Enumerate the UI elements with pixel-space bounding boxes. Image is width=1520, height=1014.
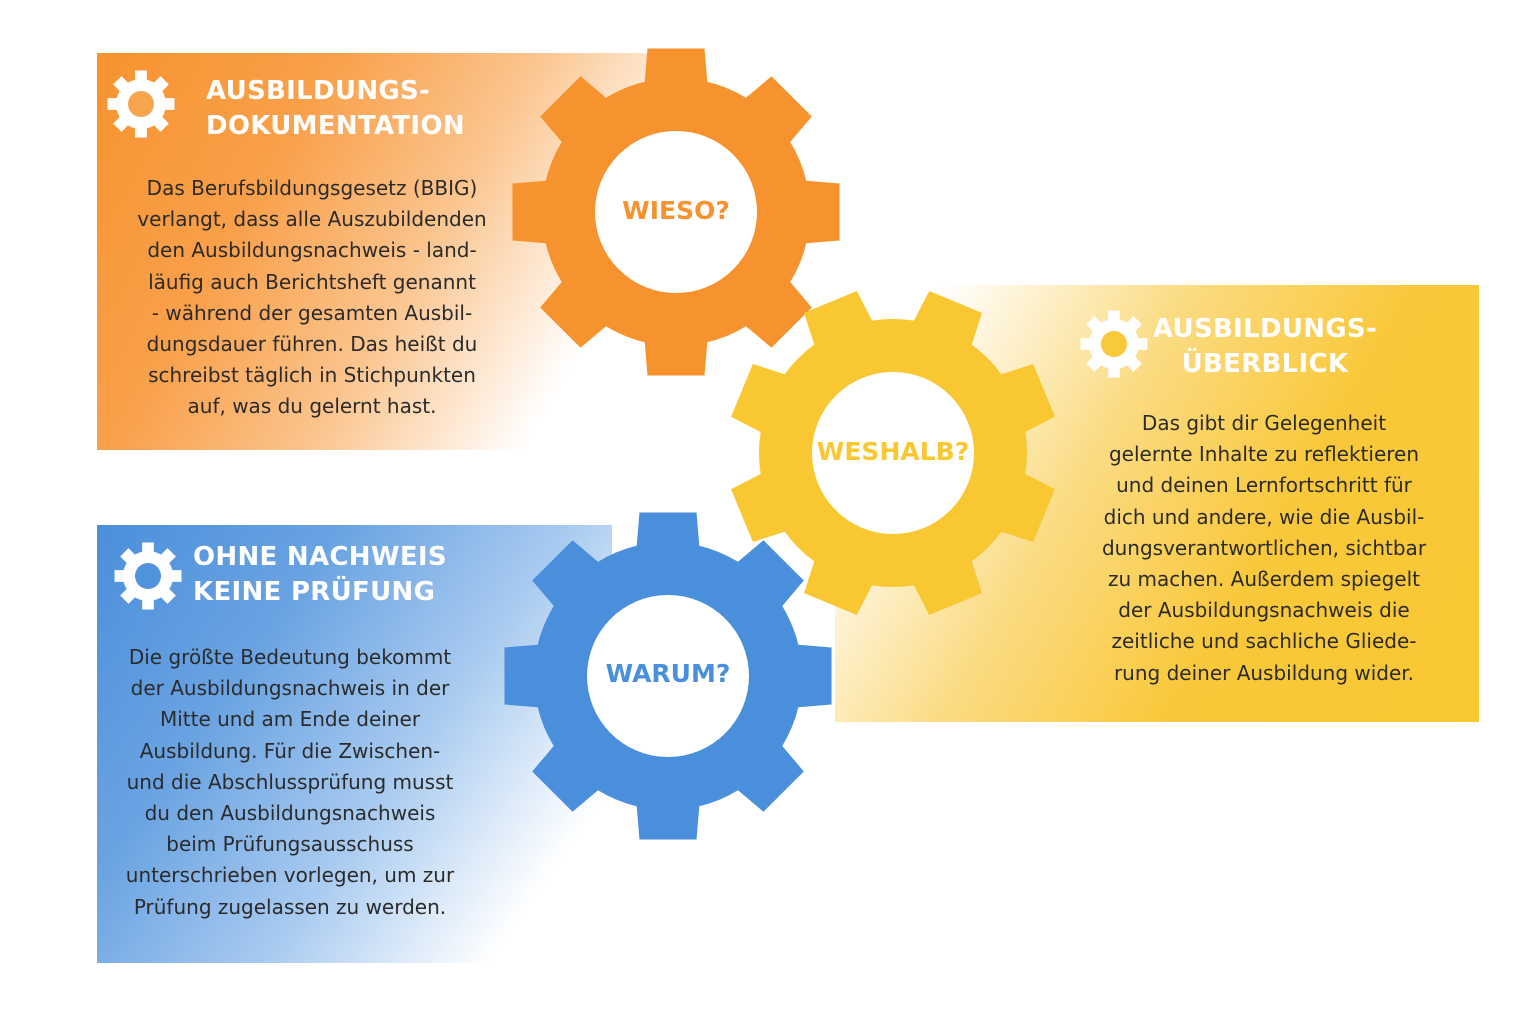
body-line: der Ausbildungsnachweis die bbox=[1118, 598, 1410, 623]
blue-panel bbox=[97, 525, 612, 963]
body-line: Prüfung zugelassen zu werden. bbox=[133, 894, 447, 919]
orange-panel-heading: AUSBILDUNGS- DOKUMENTATION bbox=[206, 74, 465, 144]
body-line: dich und andere, wie die Ausbil- bbox=[1103, 504, 1425, 529]
body-line: läufig auch Berichtsheft genannt bbox=[148, 269, 476, 294]
body-line: Das Berufsbildungsgesetz (BBIG) bbox=[146, 176, 478, 200]
blue-panel-body: Die größte Bedeutung bekommt der Ausbild… bbox=[90, 642, 490, 923]
yellow-panel-heading: AUSBILDUNGS- ÜBERBLICK bbox=[1140, 312, 1390, 382]
body-line: zu machen. Außerdem spiegelt bbox=[1108, 567, 1420, 592]
body-line: rung deiner Ausbildung wider. bbox=[1113, 660, 1415, 685]
body-line: dungsverantwortlichen, sichtbar bbox=[1101, 535, 1427, 560]
orange-gear-icon bbox=[512, 48, 840, 376]
gear-icon bbox=[107, 70, 175, 138]
blue-gear-icon bbox=[504, 512, 832, 840]
body-line: Das gibt dir Gelegenheit bbox=[1141, 411, 1387, 435]
gear-hole bbox=[587, 595, 749, 757]
gear-hole bbox=[128, 91, 154, 117]
body-line: schreibst täglich in Stichpunkten bbox=[148, 363, 476, 388]
yellow-gear-label: WESHALB? bbox=[816, 437, 970, 466]
yellow-gear-icon bbox=[731, 291, 1055, 615]
gear-hole bbox=[812, 372, 974, 534]
body-line: auf, was du gelernt hast. bbox=[187, 394, 437, 419]
body-line: du den Ausbildungsnachweis bbox=[144, 801, 436, 826]
gear-hole bbox=[595, 131, 757, 293]
body-line: beim Prüfungsausschuss bbox=[166, 832, 414, 857]
gear-icon bbox=[114, 542, 182, 610]
body-line: gelernte Inhalte zu reflektieren bbox=[1108, 442, 1420, 467]
body-line: zeitliche und sachliche Gliede- bbox=[1111, 629, 1417, 654]
body-line: und die Abschlussprüfung musst bbox=[126, 769, 454, 794]
body-line: den Ausbildungsnachweis - land- bbox=[147, 238, 477, 263]
body-line: - während der gesamten Ausbil- bbox=[151, 300, 473, 325]
heading-line: DOKUMENTATION bbox=[206, 111, 465, 141]
heading-line: OHNE NACHWEIS bbox=[193, 542, 447, 572]
yellow-panel-body: Das gibt dir Gelegenheit gelernte Inhalt… bbox=[1059, 408, 1469, 689]
body-line: der Ausbildungsnachweis in der bbox=[130, 676, 450, 701]
orange-panel-body: Das Berufsbildungsgesetz (BBIG) verlangt… bbox=[100, 173, 524, 423]
gear-icon bbox=[1080, 310, 1148, 378]
blue-panel-heading: OHNE NACHWEIS KEINE PRÜFUNG bbox=[193, 540, 447, 610]
body-line: dungsdauer führen. Das heißt du bbox=[146, 332, 478, 357]
gear-hole bbox=[1101, 331, 1127, 357]
orange-gear-label: WIESO? bbox=[622, 196, 730, 225]
heading-line: AUSBILDUNGS- bbox=[206, 76, 431, 106]
heading-line: AUSBILDUNGS- bbox=[1152, 314, 1378, 344]
body-line: verlangt, dass alle Auszubildenden bbox=[137, 207, 487, 232]
heading-line: KEINE PRÜFUNG bbox=[193, 577, 436, 607]
heading-line: ÜBERBLICK bbox=[1181, 349, 1349, 379]
body-line: Ausbildung. Für die Zwischen- bbox=[139, 738, 441, 763]
gear-hole bbox=[135, 563, 161, 589]
body-line: und deinen Lernfortschritt für bbox=[1116, 473, 1412, 498]
body-line: Mitte und am Ende deiner bbox=[159, 707, 421, 732]
body-line: unterschrieben vorlegen, um zur bbox=[125, 863, 455, 888]
panel-gear-icons bbox=[107, 70, 1148, 610]
body-line: Die größte Bedeutung bekommt bbox=[128, 645, 452, 669]
blue-gear-label: WARUM? bbox=[605, 659, 731, 688]
